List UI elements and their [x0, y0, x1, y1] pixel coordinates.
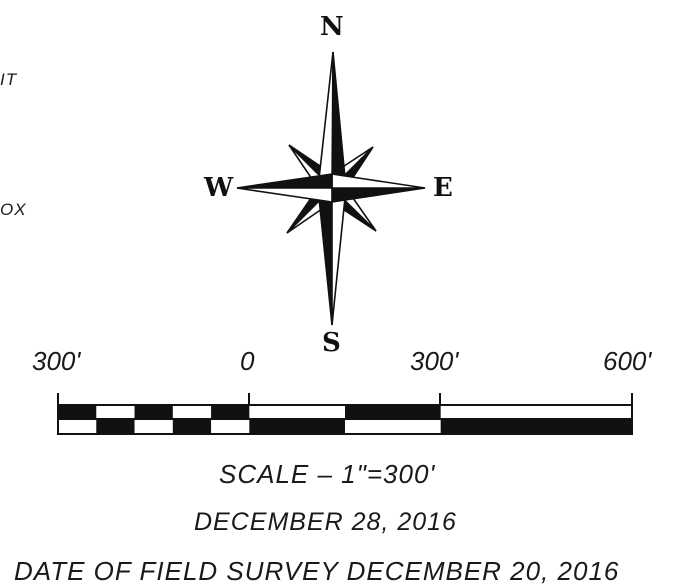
compass-west-label: W	[204, 173, 234, 203]
scale-bar-cell	[345, 405, 441, 420]
scale-tick-label-0: 0	[240, 346, 255, 376]
scale-caption: SCALE – 1"=300'	[219, 459, 436, 489]
scale-tick-label-600: 600'	[603, 346, 652, 376]
scale-bar-cell	[58, 405, 97, 420]
cropped-text-fragment-2: OX	[0, 200, 27, 219]
cropped-text-fragment-1: IT	[0, 70, 18, 89]
scale-bar-cell	[249, 419, 345, 434]
scale-bar-cell	[134, 405, 173, 420]
scale-bar-cell	[211, 405, 250, 420]
scale-bar-cell	[440, 419, 632, 434]
scale-tick-label-left-300: 300'	[32, 346, 81, 376]
scale-bar-cell	[172, 419, 212, 434]
compass-south-label: S	[322, 328, 341, 358]
compass-north-label: N	[320, 12, 344, 42]
scale-tick-label-300: 300'	[410, 346, 459, 376]
plat-date: DECEMBER 28, 2016	[194, 508, 457, 536]
compass-east-label: E	[433, 173, 453, 203]
compass-point-west-light	[236, 187, 333, 203]
scale-bar-cell	[96, 419, 135, 434]
field-survey-date: DATE OF FIELD SURVEY DECEMBER 20, 2016	[14, 556, 620, 586]
